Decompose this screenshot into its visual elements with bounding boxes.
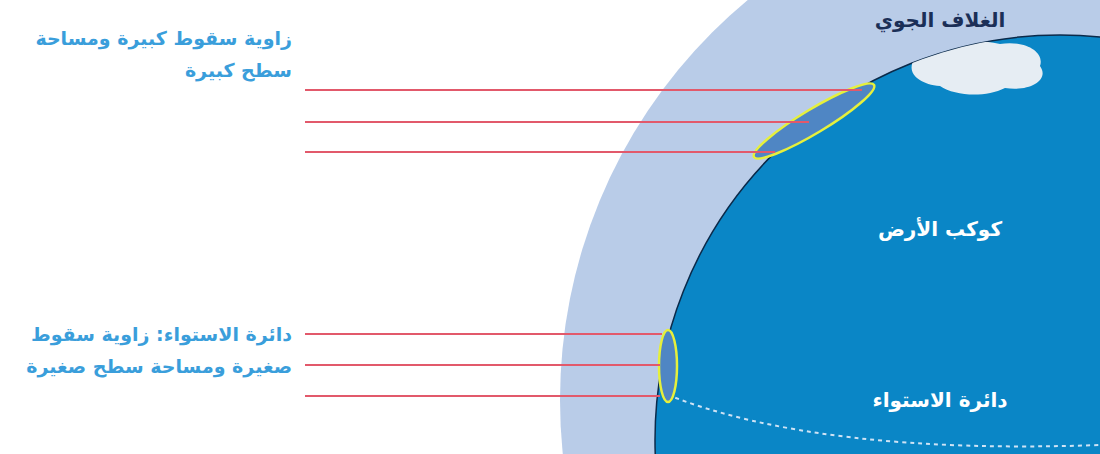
angle-note: دائرة الاستواء: زاوية سقوط صغيرة ومساحة … [2, 318, 292, 382]
region-label: الغلاف الجوي [850, 6, 1030, 34]
small-surface-area [659, 330, 677, 402]
sun-ray [305, 151, 775, 153]
angle-note: زاوية سقوط كبيرة ومساحة سطح كبيرة [22, 22, 292, 86]
region-label: دائرة الاستواء [850, 386, 1030, 414]
sun-ray [305, 333, 662, 335]
sun-ray [305, 364, 660, 366]
ice-cap [912, 41, 1043, 95]
region-label: كوكب الأرض [850, 215, 1030, 243]
sun-ray [305, 89, 862, 91]
sun-rays [305, 90, 862, 396]
atmosphere-shape [560, 0, 1100, 454]
earth-shape [655, 35, 1100, 454]
sun-ray [305, 395, 660, 397]
sun-ray [305, 121, 809, 123]
